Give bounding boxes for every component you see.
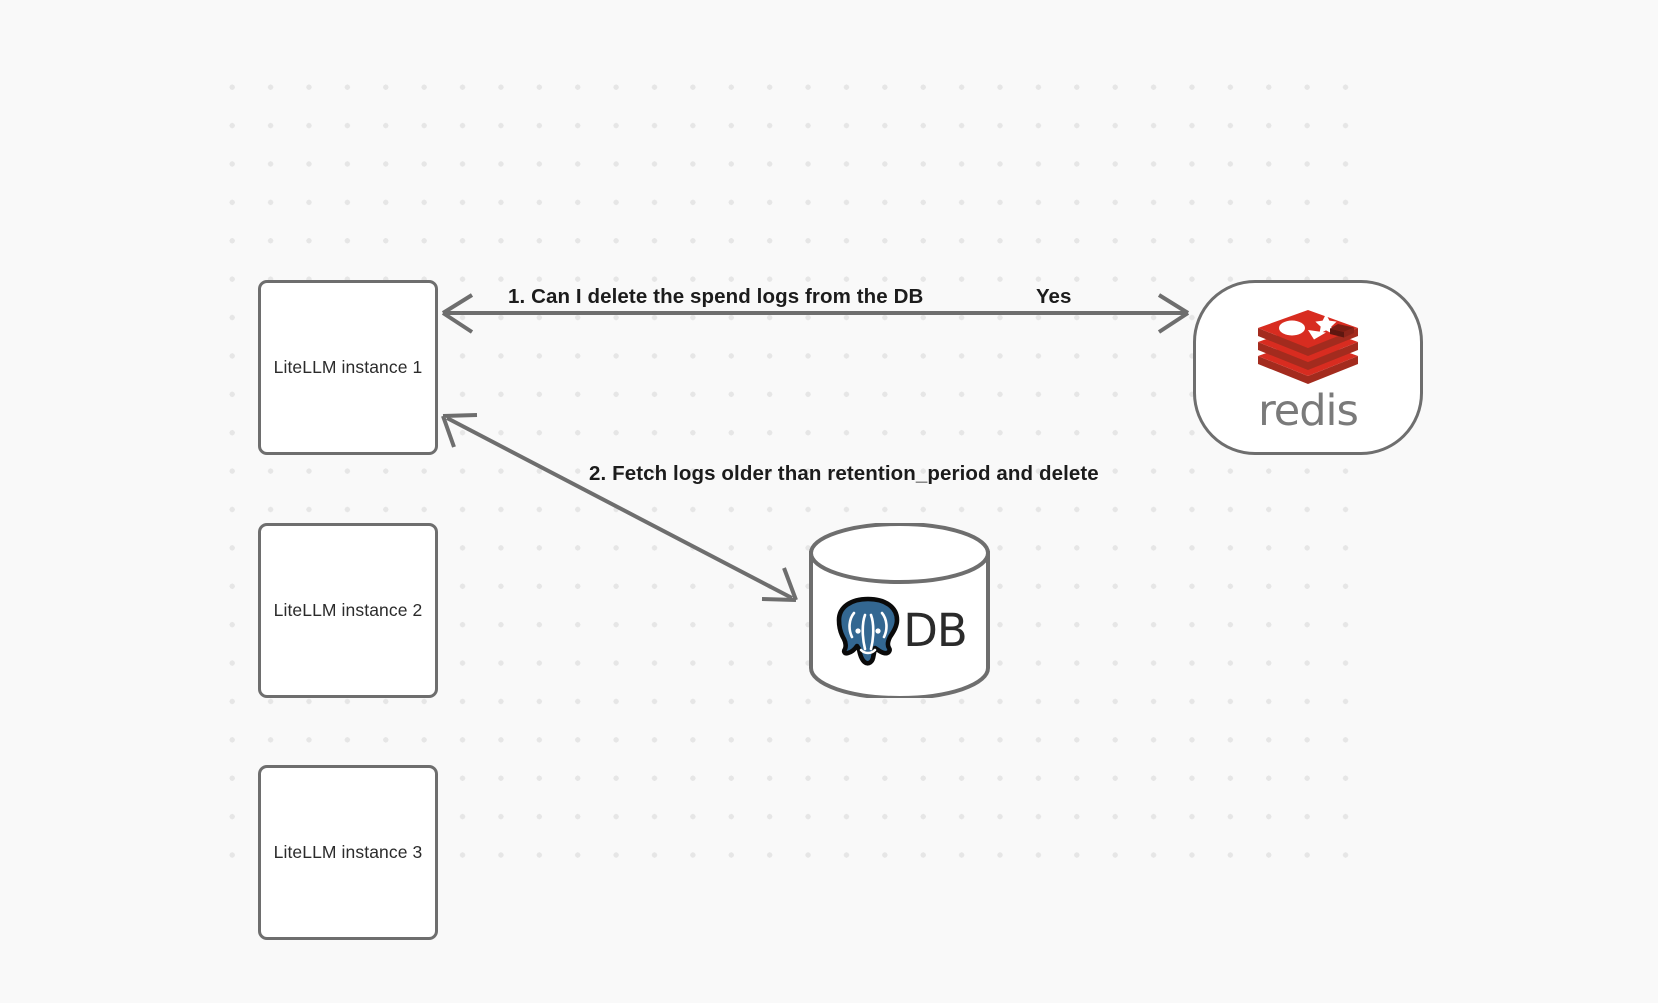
node-label: LiteLLM instance 3 — [273, 842, 423, 862]
edge-label-yes: Yes — [1036, 285, 1072, 308]
redis-logo-icon — [1258, 310, 1358, 384]
edge-db-to-llm1 — [441, 413, 798, 602]
edge-label-2: 2. Fetch logs older than retention_perio… — [589, 462, 1099, 485]
postgresql-elephant-icon — [836, 596, 900, 666]
node-label: LiteLLM instance 2 — [273, 600, 423, 620]
node-litellm-instance-1[interactable]: LiteLLM instance 1 — [258, 280, 438, 455]
node-litellm-instance-2[interactable]: LiteLLM instance 2 — [258, 523, 438, 698]
node-label: LiteLLM instance 1 — [273, 357, 423, 377]
edge-label-1: 1. Can I delete the spend logs from the … — [508, 285, 924, 308]
db-label: DB — [903, 603, 968, 657]
cylinder-shape-icon — [809, 523, 990, 698]
node-litellm-instance-3[interactable]: LiteLLM instance 3 — [258, 765, 438, 940]
node-redis[interactable]: redis — [1193, 280, 1423, 455]
node-database[interactable]: DB — [807, 523, 992, 698]
redis-wordmark: redis — [1258, 386, 1359, 436]
